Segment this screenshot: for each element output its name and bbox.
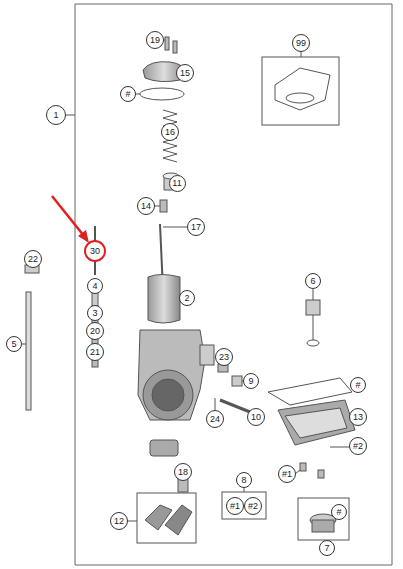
callout-circle: #1	[226, 497, 244, 515]
callout-number: 16	[165, 128, 175, 137]
callout-circle: 23	[215, 348, 233, 366]
callout-number: 23	[219, 353, 229, 362]
callout-number: 6	[310, 277, 315, 286]
callout-circle: 17	[187, 218, 205, 236]
callout-number: #2	[353, 442, 363, 451]
callout-circle: 2	[179, 290, 195, 306]
callout-circle: #	[331, 504, 347, 520]
callout-circle: 12	[110, 512, 128, 530]
callout-number: 15	[180, 69, 190, 78]
callout-number: 19	[150, 36, 160, 45]
callout-number: 8	[241, 476, 246, 485]
callout-number: 7	[324, 544, 329, 553]
callout-circle: 20	[86, 322, 104, 340]
callout-circle: #	[120, 86, 136, 102]
callout-number: 12	[114, 517, 124, 526]
callout-number: #1	[282, 470, 292, 479]
callout-circle: 5	[6, 336, 22, 352]
callout-number: #	[336, 508, 341, 517]
callout-circle: 21	[86, 343, 104, 361]
callout-number: 11	[172, 179, 181, 188]
callout-number: #1	[230, 502, 240, 511]
callout-circle: 19	[146, 31, 164, 49]
callout-circle: 1	[46, 105, 66, 125]
callout-number: 9	[248, 377, 253, 386]
callout-circle: 9	[243, 373, 259, 389]
callout-circle: 4	[87, 278, 103, 294]
callout-circle: 3	[87, 305, 103, 321]
callout-number: 24	[210, 415, 220, 424]
callout-number: 99	[296, 39, 306, 48]
callout-circle: #	[350, 377, 366, 393]
callout-circle: 6	[305, 273, 321, 289]
callout-number: 17	[191, 223, 201, 232]
callout-circle: 24	[206, 410, 224, 428]
callout-circle: 14	[137, 197, 155, 215]
callout-number: #	[125, 90, 130, 99]
callout-number: 14	[141, 202, 151, 211]
callout-circle: 10	[247, 408, 265, 426]
callout-circle: 16	[161, 123, 179, 141]
callout-number: #	[355, 381, 360, 390]
callout-number: 30	[90, 247, 100, 256]
callout-number: #2	[248, 502, 258, 511]
callout-circle: 13	[349, 408, 367, 426]
callout-number: 21	[90, 348, 100, 357]
callout-circle: 8	[236, 472, 252, 488]
callout-circle: #1	[278, 465, 296, 483]
callout-circle: 18	[174, 463, 192, 481]
callout-circle: 7	[319, 540, 335, 556]
callout-circle: #2	[349, 437, 367, 455]
callout-circle: #2	[244, 497, 262, 515]
callout-number: 3	[92, 309, 97, 318]
callout-circle: 11	[169, 175, 186, 192]
callout-number: 18	[178, 468, 188, 477]
callout-number: 2	[184, 294, 189, 303]
callout-number: 4	[92, 282, 97, 291]
callout-number: 5	[11, 340, 16, 349]
callout-number: 20	[90, 327, 100, 336]
callout-circle: 30	[84, 240, 106, 262]
callout-number: 10	[251, 413, 261, 422]
callout-circle: 22	[24, 250, 42, 268]
callout-number: 1	[53, 111, 58, 120]
callout-circle: 15	[176, 64, 194, 82]
callout-circle: 99	[292, 34, 310, 52]
callout-number: 13	[353, 413, 363, 422]
callout-number: 22	[28, 255, 38, 264]
